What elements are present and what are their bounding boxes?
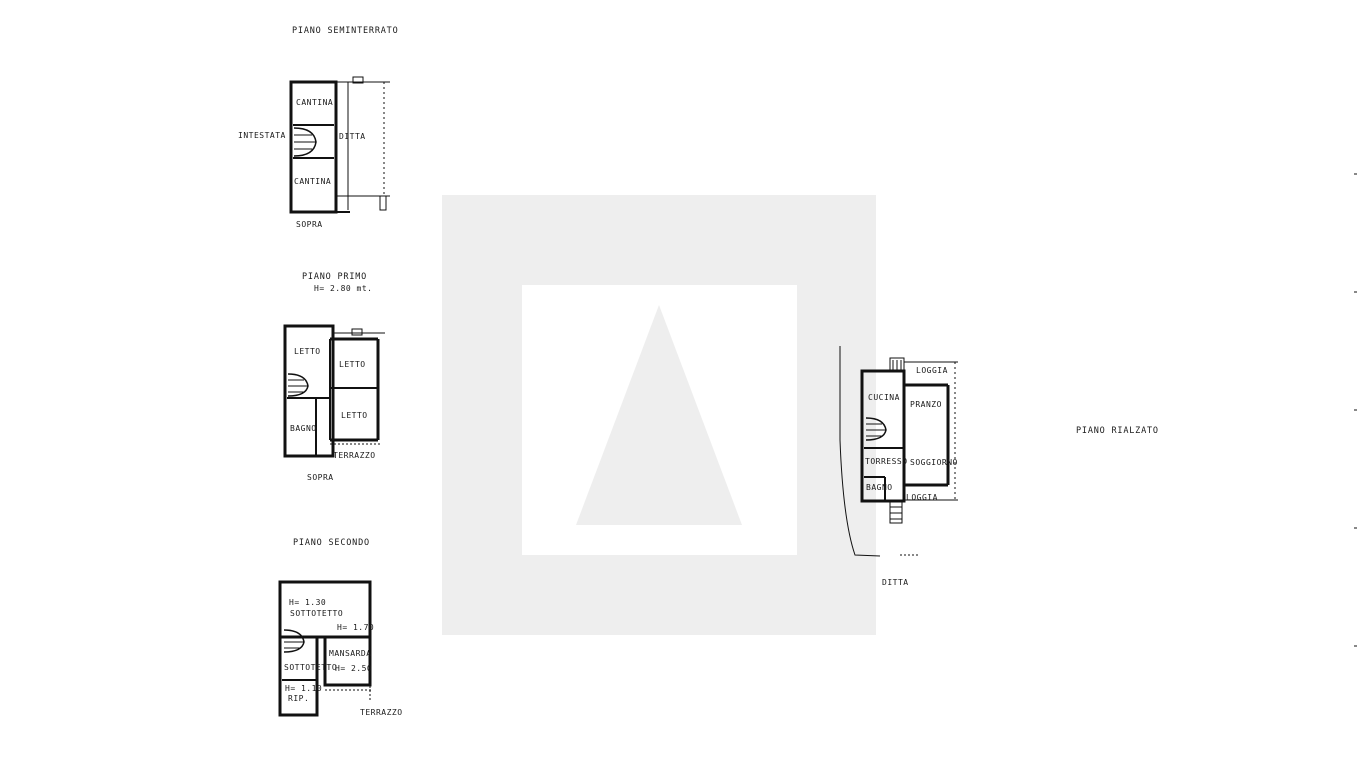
second-height-top: H= 1.30 — [289, 598, 327, 607]
first-floor-height: H= 2.80 mt. — [314, 284, 373, 293]
second-height-mansarda: H= 2.50 — [335, 664, 373, 673]
second-height-rip: H= 1.10 — [285, 684, 323, 693]
first-room-c: LETTO — [341, 411, 368, 420]
ground-loggia-top: LOGGIA — [916, 366, 948, 375]
second-floor-title: PIANO SECONDO — [293, 538, 370, 548]
basement-left-label: INTESTATA — [238, 131, 286, 140]
first-room-a: LETTO — [294, 347, 321, 356]
ground-kitchen: CUCINA — [868, 393, 900, 402]
ground-dining: PRANZO — [910, 400, 942, 409]
ground-ripostiglio: TORRESSO — [865, 457, 908, 466]
first-room-b: LETTO — [339, 360, 366, 369]
basement-room-bottom: CANTINA — [294, 177, 332, 186]
ground-owner: DITTA — [882, 578, 909, 587]
ground-bath: BAGNO — [866, 483, 893, 492]
basement-room-top: CANTINA — [296, 98, 334, 107]
second-attic-left: SOTTOTETTO — [284, 663, 338, 672]
first-bottom-label: SOPRA — [307, 473, 334, 482]
ground-floor-title: PIANO RIALZATO — [1076, 426, 1159, 436]
ground-loggia-bottom: LOGGIA — [906, 493, 938, 502]
second-attic-top: SOTTOTETTO — [290, 609, 344, 618]
first-terrace: TERRAZZO — [333, 451, 376, 460]
first-bath: BAGNO — [290, 424, 317, 433]
basement-right-label: DITTA — [339, 132, 366, 141]
basement-title: PIANO SEMINTERRATO — [292, 26, 399, 36]
basement-bottom-label: SOPRA — [296, 220, 323, 229]
second-rip: RIP. — [288, 694, 310, 703]
second-height-mid: H= 1.70 — [337, 623, 375, 632]
second-mansarda: MANSARDA — [329, 649, 372, 658]
first-floor-title: PIANO PRIMO — [302, 272, 368, 282]
ground-living: SOGGIORNO — [910, 458, 958, 467]
watermark-logo — [442, 195, 876, 635]
second-terrace: TERRAZZO — [360, 708, 403, 717]
